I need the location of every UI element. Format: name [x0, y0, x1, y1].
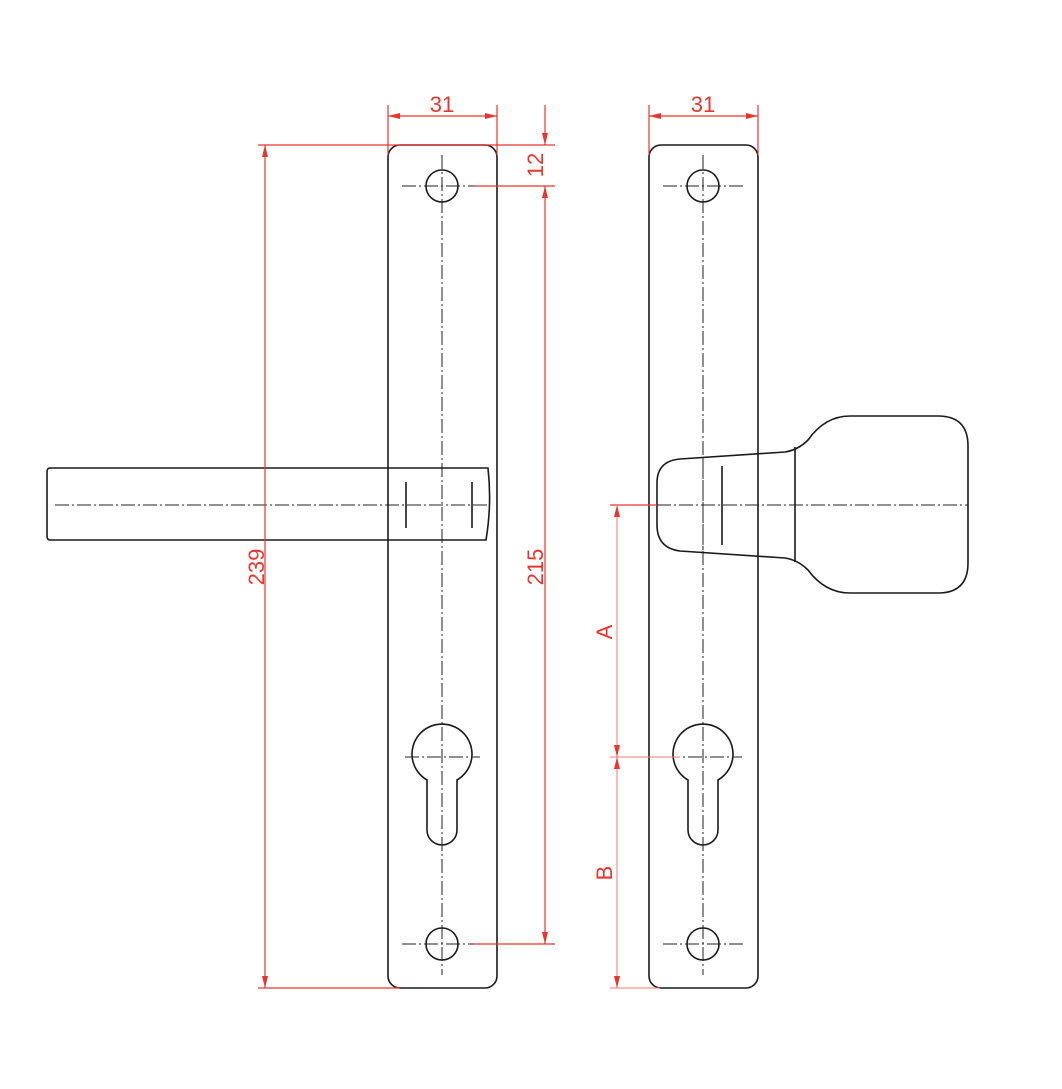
cylinder-keyhole-left: [411, 723, 473, 846]
knob: [656, 415, 969, 594]
dim-hole-spacing: 215: [523, 549, 548, 586]
left-view-lever-handle: [46, 144, 498, 989]
left-dimensions: 31 239 12 215: [244, 92, 555, 989]
lever-arm: [46, 467, 491, 541]
right-view-knob-handle: [648, 144, 969, 989]
right-dimensions: 31 A B: [592, 92, 759, 989]
backplate-right: [648, 144, 759, 989]
dim-width-right: 31: [691, 92, 715, 117]
cylinder-keyhole-right: [672, 723, 734, 846]
dim-overall-height: 239: [244, 549, 269, 586]
dim-a: A: [592, 624, 617, 639]
dim-top-offset: 12: [523, 153, 548, 177]
dim-width-left: 31: [430, 92, 454, 117]
dim-b: B: [592, 866, 617, 881]
